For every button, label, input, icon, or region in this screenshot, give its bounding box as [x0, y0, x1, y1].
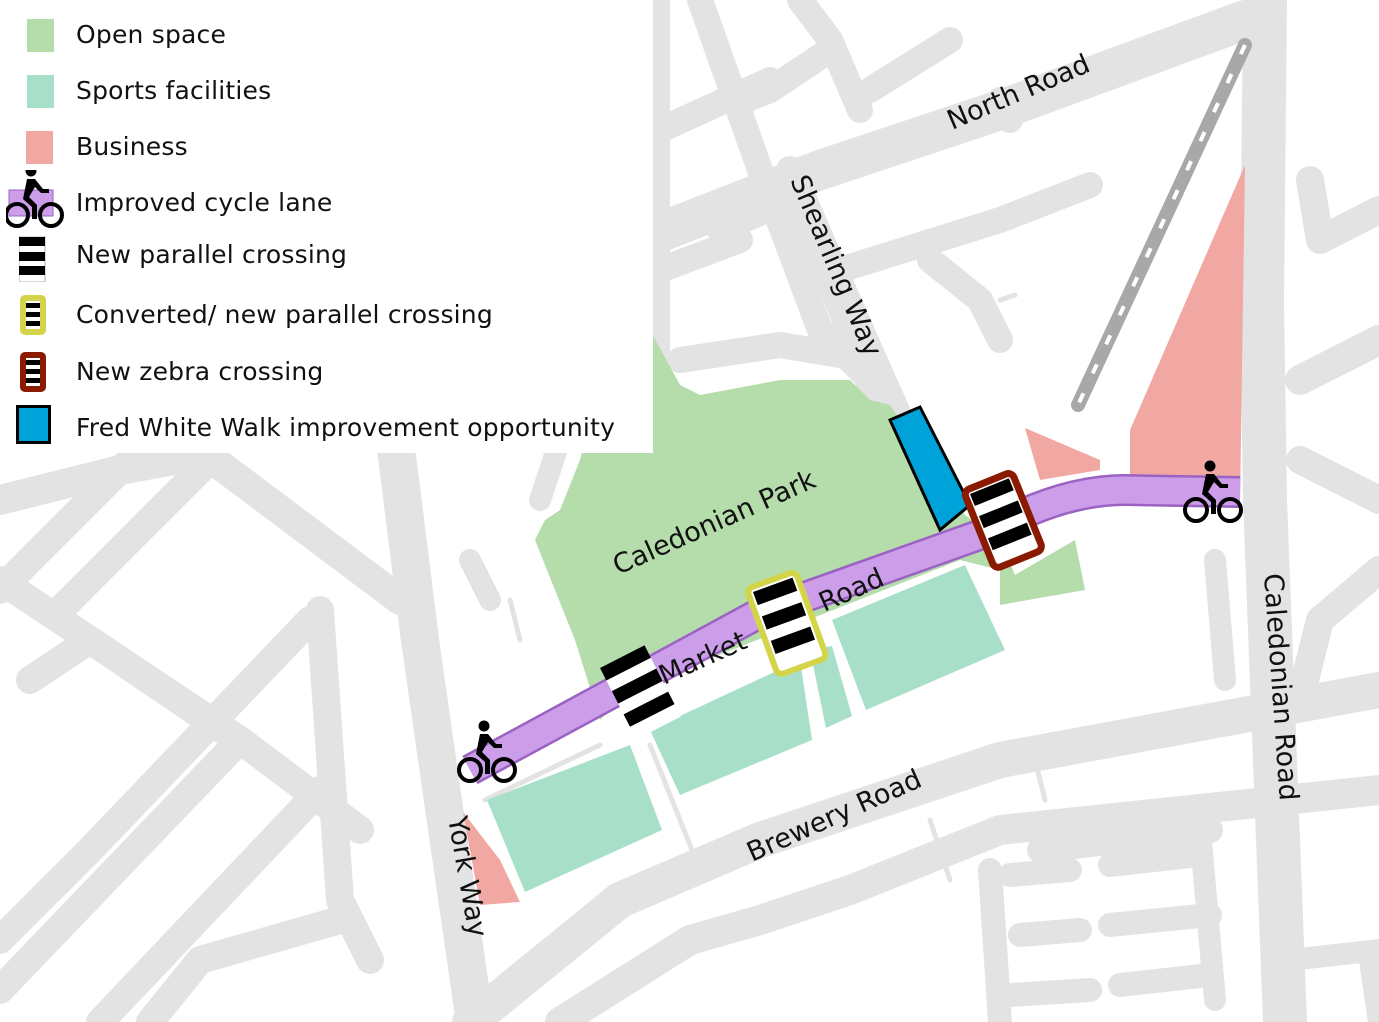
sports-facilities-swatch	[27, 75, 54, 108]
legend-item-open-space: Open space	[0, 16, 653, 56]
legend-label: Improved cycle lane	[76, 188, 333, 217]
business-swatch	[26, 131, 53, 164]
label-brewery-road: Brewery Road	[742, 764, 926, 869]
legend-item-new-zebra-crossing: New zebra crossing	[0, 352, 653, 393]
fred-white-walk-swatch	[16, 405, 51, 444]
legend-item-converted-parallel-crossing: Converted/ new parallel crossing	[0, 295, 653, 336]
crossing-icon	[19, 236, 46, 282]
open-space-swatch	[27, 19, 54, 52]
legend-item-sports-facilities: Sports facilities	[0, 72, 653, 112]
legend-label: New parallel crossing	[76, 240, 348, 269]
legend-item-new-parallel-crossing: New parallel crossing	[0, 236, 653, 282]
legend-label: Business	[76, 132, 188, 161]
bicycle-icon	[6, 170, 64, 228]
legend-item-fred-white-walk: Fred White Walk improvement opportunity	[0, 405, 653, 449]
legend-label: Sports facilities	[76, 76, 272, 105]
legend-label: Fred White Walk improvement opportunity	[76, 413, 616, 442]
new-zebra-crossing	[961, 470, 1045, 571]
converted-parallel-crossing	[745, 569, 829, 677]
sports-facilities	[487, 565, 1005, 892]
legend-item-business: Business	[0, 128, 653, 168]
open-space-caledonian-park	[535, 330, 1085, 720]
crossing-icon	[20, 352, 46, 392]
legend-label: Open space	[76, 20, 227, 49]
legend-item-cycle-lane: Improved cycle lane	[0, 170, 653, 228]
railway-line	[1071, 38, 1252, 412]
map-legend: Open space Sports facilities Business Im…	[0, 0, 653, 453]
legend-label: New zebra crossing	[76, 357, 324, 386]
crossing-icon	[20, 295, 46, 335]
legend-label: Converted/ new parallel crossing	[76, 300, 493, 329]
business-areas	[463, 165, 1245, 905]
